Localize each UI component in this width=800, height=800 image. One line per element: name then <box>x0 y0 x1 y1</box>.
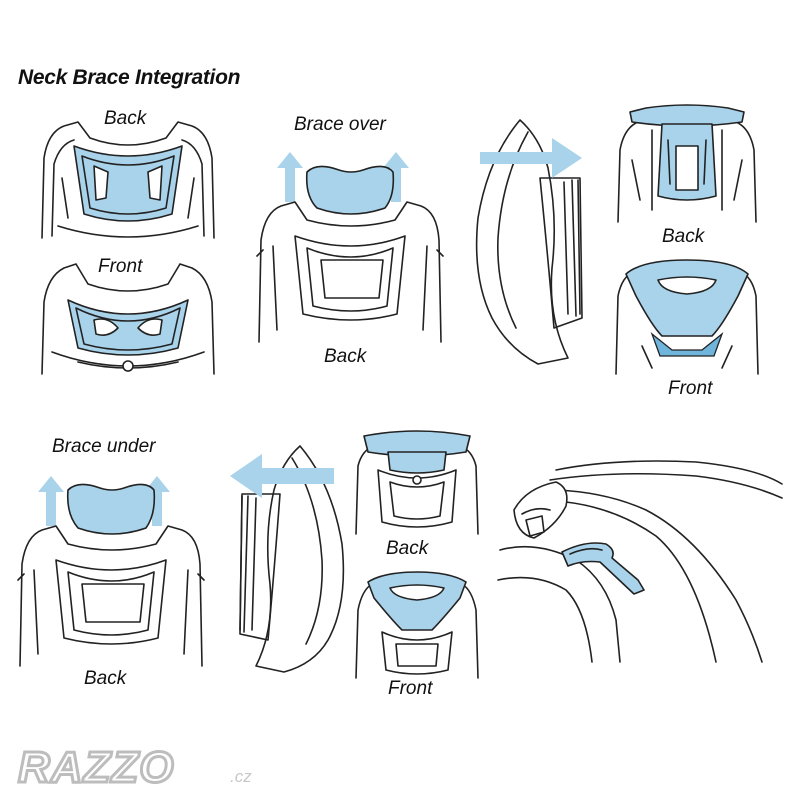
razzo-logo: RAZZO .cz <box>17 744 253 794</box>
logo-suffix: .cz <box>230 767 252 786</box>
brace-under-illustration <box>17 476 205 667</box>
up-arrow-right-icon <box>383 152 409 202</box>
top-left-front-label: Front <box>98 256 143 277</box>
brace-under-front-mounted-illustration <box>355 571 479 679</box>
top-right-back-label: Back <box>662 226 705 247</box>
chest-protector-back-illustration <box>41 121 215 239</box>
page-title: Neck Brace Integration <box>18 66 241 89</box>
top-left-back-label: Back <box>104 108 147 129</box>
side-view-brace-under-illustration <box>230 445 345 673</box>
rider-side-view-illustration <box>497 460 783 663</box>
up-arrow-left-icon <box>277 152 303 202</box>
brace-under-back-mounted-illustration <box>355 430 479 535</box>
brace-over-label: Brace over <box>294 114 386 135</box>
up-arrow-left-icon <box>38 476 64 526</box>
right-arrow-icon <box>480 138 582 178</box>
logo-text: RAZZO <box>18 744 175 792</box>
bottom-mid-back-label: Back <box>386 538 429 559</box>
side-view-brace-illustration <box>475 119 583 365</box>
brace-back-mounted-illustration <box>617 104 757 223</box>
brace-front-mounted-illustration <box>615 259 759 375</box>
top-right-front-label: Front <box>668 378 713 399</box>
brace-over-illustration <box>256 152 444 343</box>
brace-over-back-label: Back <box>324 346 367 367</box>
left-arrow-icon <box>230 454 334 498</box>
chest-protector-front-illustration <box>41 263 215 375</box>
brace-under-label: Brace under <box>52 436 156 457</box>
bottom-mid-front-label: Front <box>388 678 433 699</box>
brace-under-back-label: Back <box>84 668 127 689</box>
